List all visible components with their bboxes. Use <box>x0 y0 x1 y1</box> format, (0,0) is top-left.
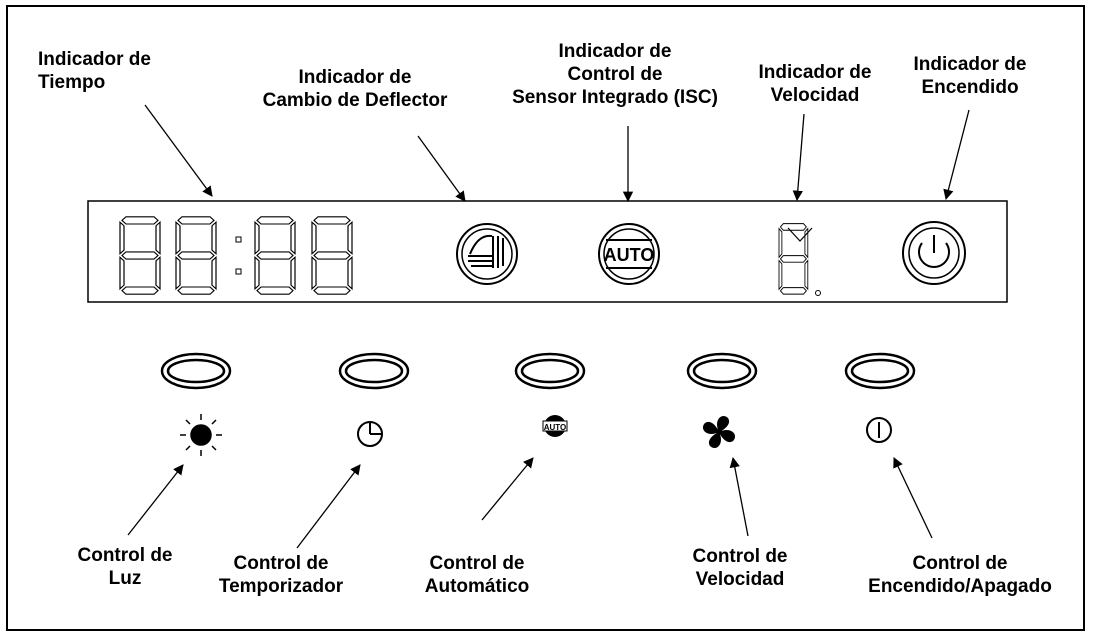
isc-auto-badge: AUTO <box>604 245 655 265</box>
small-auto-badge: AUTO <box>544 423 567 432</box>
power-indicator-icon <box>902 221 966 285</box>
sun-icon <box>180 414 222 456</box>
isc-indicator-icon: AUTO <box>598 223 660 285</box>
button-velocidad[interactable] <box>686 352 758 390</box>
auto-icon: AUTO <box>542 415 568 437</box>
button-automatico[interactable] <box>514 352 586 390</box>
indicator-arrows <box>144 104 970 203</box>
display-panel <box>87 200 1008 303</box>
button-encendido-apagado[interactable] <box>844 352 916 390</box>
button-temporizador[interactable] <box>338 352 410 390</box>
speed-digit-display <box>778 223 821 296</box>
fan-icon <box>702 415 736 449</box>
diagram-frame <box>6 5 1085 631</box>
button-luz[interactable] <box>160 352 232 390</box>
clock-icon <box>357 421 383 447</box>
deflector-indicator-icon <box>456 223 518 285</box>
time-display <box>119 216 353 295</box>
control-arrows <box>127 456 933 549</box>
power-icon <box>866 417 892 443</box>
